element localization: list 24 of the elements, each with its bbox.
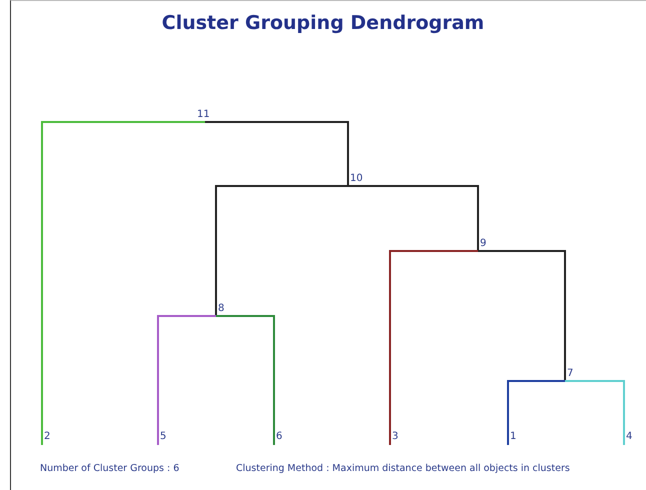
cluster-number: 1 — [510, 431, 516, 443]
cluster-number: 2 — [44, 431, 50, 443]
dendrogram-link — [507, 380, 565, 445]
cluster-number: 9 — [480, 238, 486, 250]
dendrogram-link — [41, 121, 205, 445]
cluster-number: 11 — [197, 109, 210, 121]
dendrogram-link — [389, 250, 478, 445]
dendrogram-link — [215, 185, 348, 316]
footer-note: Clustering Method : Maximum distance between all objects in clusters — [236, 463, 570, 474]
cluster-number: 8 — [218, 303, 224, 315]
dendrogram-link — [157, 315, 216, 445]
footer-note: Number of Cluster Groups : 6 — [40, 463, 180, 474]
dendrogram-link — [205, 121, 349, 186]
cluster-number: 6 — [276, 431, 282, 443]
dendrogram-link — [565, 380, 625, 445]
cluster-number: 5 — [160, 431, 166, 443]
cluster-number: 4 — [626, 431, 632, 443]
cluster-number: 3 — [392, 431, 398, 443]
dendrogram-link — [478, 250, 566, 381]
dendrogram-link — [216, 315, 275, 445]
cluster-number: 7 — [567, 368, 574, 380]
cluster-number: 10 — [350, 173, 363, 185]
chart-title: Cluster Grouping Dendrogram — [160, 12, 486, 34]
dendrogram-link — [348, 185, 479, 251]
